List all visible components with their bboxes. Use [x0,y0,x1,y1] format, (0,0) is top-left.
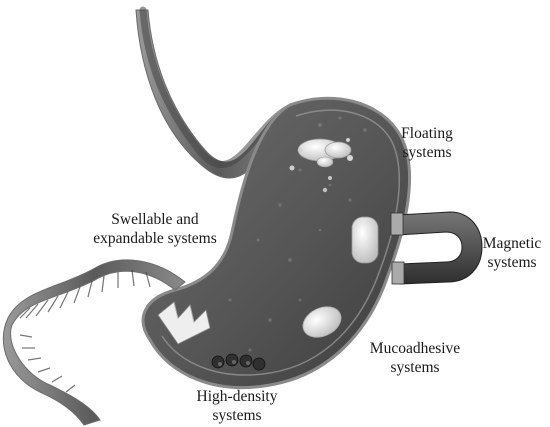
label-line: systems [382,143,472,162]
label-line: High-density [182,387,292,406]
label-line: systems [182,406,292,425]
label-line: systems [470,253,550,272]
intestine-folds [20,270,150,392]
label-line: expandable systems [70,229,240,248]
magnetic-tablet [352,217,378,263]
label-line: Mucoadhesive [352,339,478,358]
magnetic-systems-label: Magnetic systems [470,234,550,272]
label-line: Swellable and [70,210,240,229]
mucoadhesive-systems-label: Mucoadhesive systems [352,339,478,377]
magnet-icon [391,212,482,284]
high-density-systems-label: High-density systems [182,387,292,425]
label-line: Magnetic [470,234,550,253]
label-line: Floating [382,124,472,143]
floating-systems-label: Floating systems [382,124,472,162]
label-line: systems [352,358,478,377]
swellable-systems-label: Swellable and expandable systems [70,210,240,248]
